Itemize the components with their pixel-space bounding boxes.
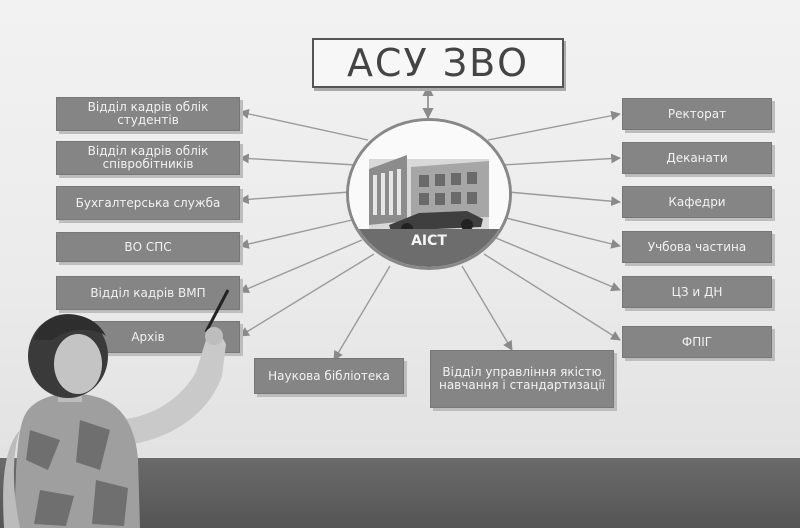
box-hr-staff: Відділ кадрів облік співробітників <box>56 141 240 175</box>
connector-left-6 <box>239 253 375 337</box>
connector-right-1 <box>487 110 621 141</box>
laser-pointer <box>204 289 230 333</box>
building-image <box>349 121 509 267</box>
box-library: Наукова бібліотека <box>254 358 404 394</box>
box-departments: Кафедри <box>622 186 772 218</box>
connector-left-3 <box>239 191 351 205</box>
connector-right-2 <box>501 153 621 166</box>
car-image <box>389 211 483 231</box>
box-tsz-dn: ЦЗ и ДН <box>622 276 772 308</box>
connector-bottom-2 <box>461 265 513 351</box>
connector-left-2 <box>239 153 357 166</box>
box-vo-sps: ВО СПС <box>56 232 240 262</box>
box-fpig: ФПІГ <box>622 326 772 358</box>
box-rectorate: Ректорат <box>622 98 772 130</box>
connector-right-4 <box>505 217 621 249</box>
diagram-title: АСУ ЗВО <box>312 38 564 88</box>
hub-circle: АІСТ <box>346 118 512 270</box>
box-quality-dept: Відділ управління якістю навчання і стан… <box>430 350 614 408</box>
connector-right-3 <box>507 191 621 207</box>
box-accounting: Бухгалтерська служба <box>56 186 240 220</box>
box-hr-students: Відділ кадрів облік студентів <box>56 97 240 131</box>
box-academic-office: Учбова частина <box>622 231 772 263</box>
connector-left-5 <box>239 239 363 294</box>
connector-right-5 <box>495 237 621 292</box>
hub-label: АІСТ <box>411 233 447 249</box>
connector-bottom-1 <box>333 265 391 361</box>
box-hr-vmp: Відділ кадрів ВМП <box>56 276 240 310</box>
connector-right-6 <box>483 253 621 341</box>
connector-left-4 <box>239 219 353 249</box>
connector-left-1 <box>239 109 369 141</box>
box-deans: Деканати <box>622 142 772 174</box>
